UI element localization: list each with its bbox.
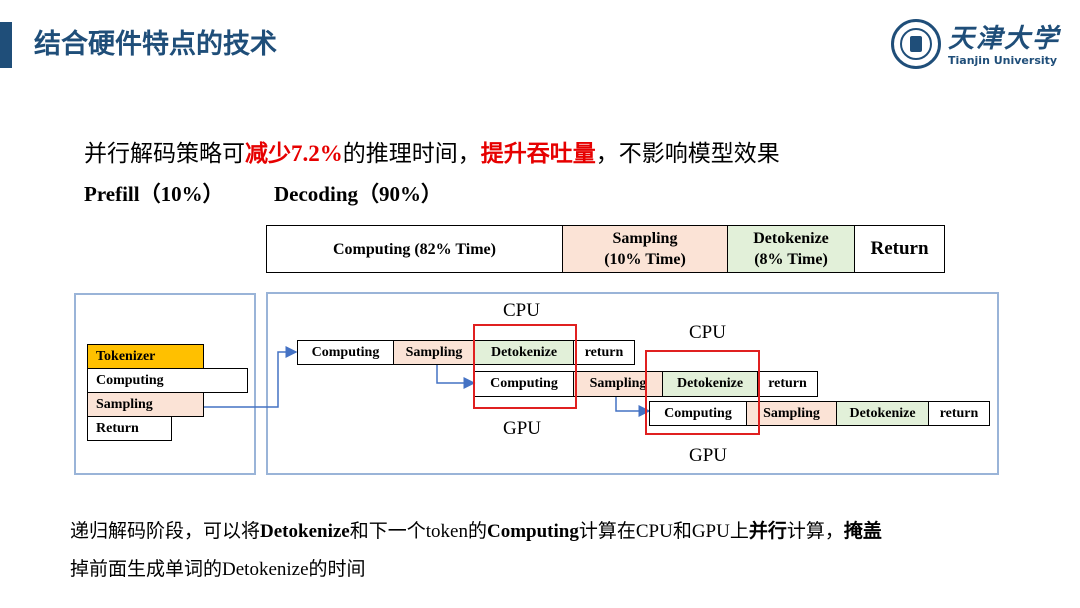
bottom-seg-c: 和下一个: [349, 520, 426, 542]
cpu-label-1: CPU: [503, 300, 540, 321]
bottom-seg-g: 计算在: [578, 520, 636, 542]
decoding-panel: [266, 292, 999, 475]
breakdown-return: Return: [854, 225, 945, 273]
bottom-seg-j: GPU: [691, 521, 730, 542]
bottom-seg-l: 并行: [748, 520, 787, 542]
prefill-tokenizer: Tokenizer: [87, 344, 204, 369]
bottom-seg-a: 递归解码阶段，可以将: [70, 520, 261, 542]
cpu-label-2: CPU: [689, 322, 726, 343]
headline-red-1: 减少: [245, 141, 291, 167]
row2-sampling: Sampling: [573, 371, 663, 397]
breakdown-sampling-line2: (10% Time): [604, 251, 686, 268]
prefill-sampling: Sampling: [87, 392, 204, 417]
headline: 并行解码策略可减少7.2%的推理时间，提升吞吐量，不影响模型效果: [84, 134, 780, 168]
bottom-seg-m: 计算，: [786, 520, 844, 542]
slide-title: 结合硬件特点的技术: [34, 29, 277, 60]
logo-chinese-name: 天津大学: [948, 24, 1061, 54]
headline-text-3: ，不影响模型效果: [595, 141, 780, 167]
row2-return: return: [757, 371, 818, 397]
bottom-seg-b: Detokenize: [260, 521, 350, 542]
headline-red-2: 提升吞吐量: [480, 141, 596, 167]
headline-text-2: 的推理时间，: [342, 141, 481, 167]
bottom-text-line2: 掉前面生成单词的Detokenize的时间: [70, 554, 366, 581]
row1-return: return: [573, 340, 635, 365]
bottom-seg-h: CPU: [635, 521, 673, 542]
bottom-seg-k: 上: [729, 520, 749, 542]
headline-red-number: 7.2%: [291, 141, 343, 166]
bottom-seg-d: token: [425, 521, 468, 542]
breakdown-sampling: Sampling (10% Time): [562, 225, 728, 273]
arrow-row2-to-row3: [615, 396, 651, 417]
row3-return: return: [928, 401, 990, 426]
breakdown-detokenize-line2: (8% Time): [754, 251, 828, 268]
arrow-row1-to-row2: [436, 364, 476, 389]
prefill-panel: [74, 293, 256, 475]
prefill-return: Return: [87, 416, 172, 441]
gpu-label-2: GPU: [689, 445, 728, 466]
prefill-label: Prefill（10%）: [84, 182, 224, 206]
bottom-seg-f: Computing: [486, 521, 579, 542]
row1-computing: Computing: [297, 340, 394, 365]
headline-text-1: 并行解码策略可: [84, 141, 245, 167]
arrow-prefill-to-decoding: [204, 346, 298, 408]
gpu-label-1: GPU: [503, 418, 542, 439]
decoding-label: Decoding（90%）: [274, 182, 442, 206]
bottom-text-line1: 递归解码阶段，可以将Detokenize和下一个token的Computing计…: [70, 516, 882, 543]
bottom-seg-line2a: 掉前面生成单词的: [70, 558, 223, 580]
bottom-seg-line2b: Detokenize: [222, 559, 309, 580]
university-logo: 天津大学 Tianjin University: [888, 16, 1068, 74]
parallel-highlight-1: [473, 324, 577, 409]
logo-english-name: Tianjin University: [948, 54, 1058, 67]
university-seal-icon: [891, 19, 941, 69]
breakdown-sampling-line1: Sampling: [612, 230, 678, 247]
parallel-highlight-2: [645, 350, 760, 435]
row1-sampling: Sampling: [393, 340, 475, 365]
header-accent-bar: [0, 22, 12, 68]
row2-detokenize: Detokenize: [662, 371, 758, 397]
row3-detokenize: Detokenize: [836, 401, 929, 426]
bottom-seg-line2c: 的时间: [308, 558, 366, 580]
row1-detokenize: Detokenize: [474, 340, 574, 365]
breakdown-detokenize-line1: Detokenize: [753, 230, 829, 247]
bottom-seg-n: 掩盖: [843, 520, 882, 542]
row3-sampling: Sampling: [746, 401, 837, 426]
bottom-seg-e: 的: [467, 520, 487, 542]
bottom-seg-i: 和: [672, 520, 692, 542]
breakdown-detokenize: Detokenize (8% Time): [727, 225, 855, 273]
